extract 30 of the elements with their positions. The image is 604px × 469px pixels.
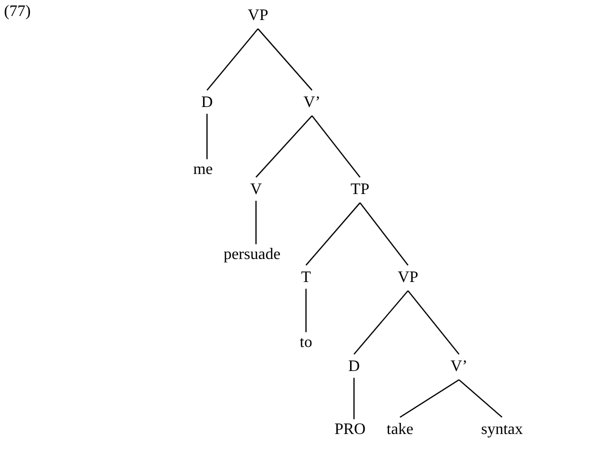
tree-node-label: VP (248, 7, 268, 25)
example-number: (77) (4, 3, 31, 21)
tree-node-label: D (348, 358, 360, 376)
tree-branch (408, 290, 460, 355)
tree-branch (400, 379, 460, 418)
tree-node-label: VP (398, 269, 418, 287)
tree-node-label: T (301, 269, 311, 287)
tree-branch (306, 202, 360, 266)
tree-node-label: to (300, 334, 312, 352)
tree-node-label: PRO (334, 421, 366, 439)
tree-branch (206, 114, 208, 160)
tree-branch (312, 115, 360, 178)
tree-branch (206, 28, 258, 91)
tree-branch (353, 378, 355, 420)
tree-node-label: take (386, 421, 414, 439)
tree-node-label: me (193, 161, 213, 179)
tree-node-label: persuade (224, 246, 280, 264)
tree-node-label: TP (350, 181, 370, 199)
tree-branch (360, 202, 408, 266)
tree-branch (305, 288, 307, 332)
tree-branch (258, 28, 312, 91)
tree-branch (458, 379, 502, 418)
tree-node-label: syntax (481, 421, 523, 439)
tree-node-label: V (250, 181, 262, 199)
tree-node-label: V’ (450, 358, 468, 376)
tree-node-label: D (201, 94, 213, 112)
tree-branch (256, 115, 312, 178)
tree-branch (354, 290, 408, 355)
tree-node-label: V’ (304, 94, 320, 112)
tree-branch (255, 200, 257, 244)
